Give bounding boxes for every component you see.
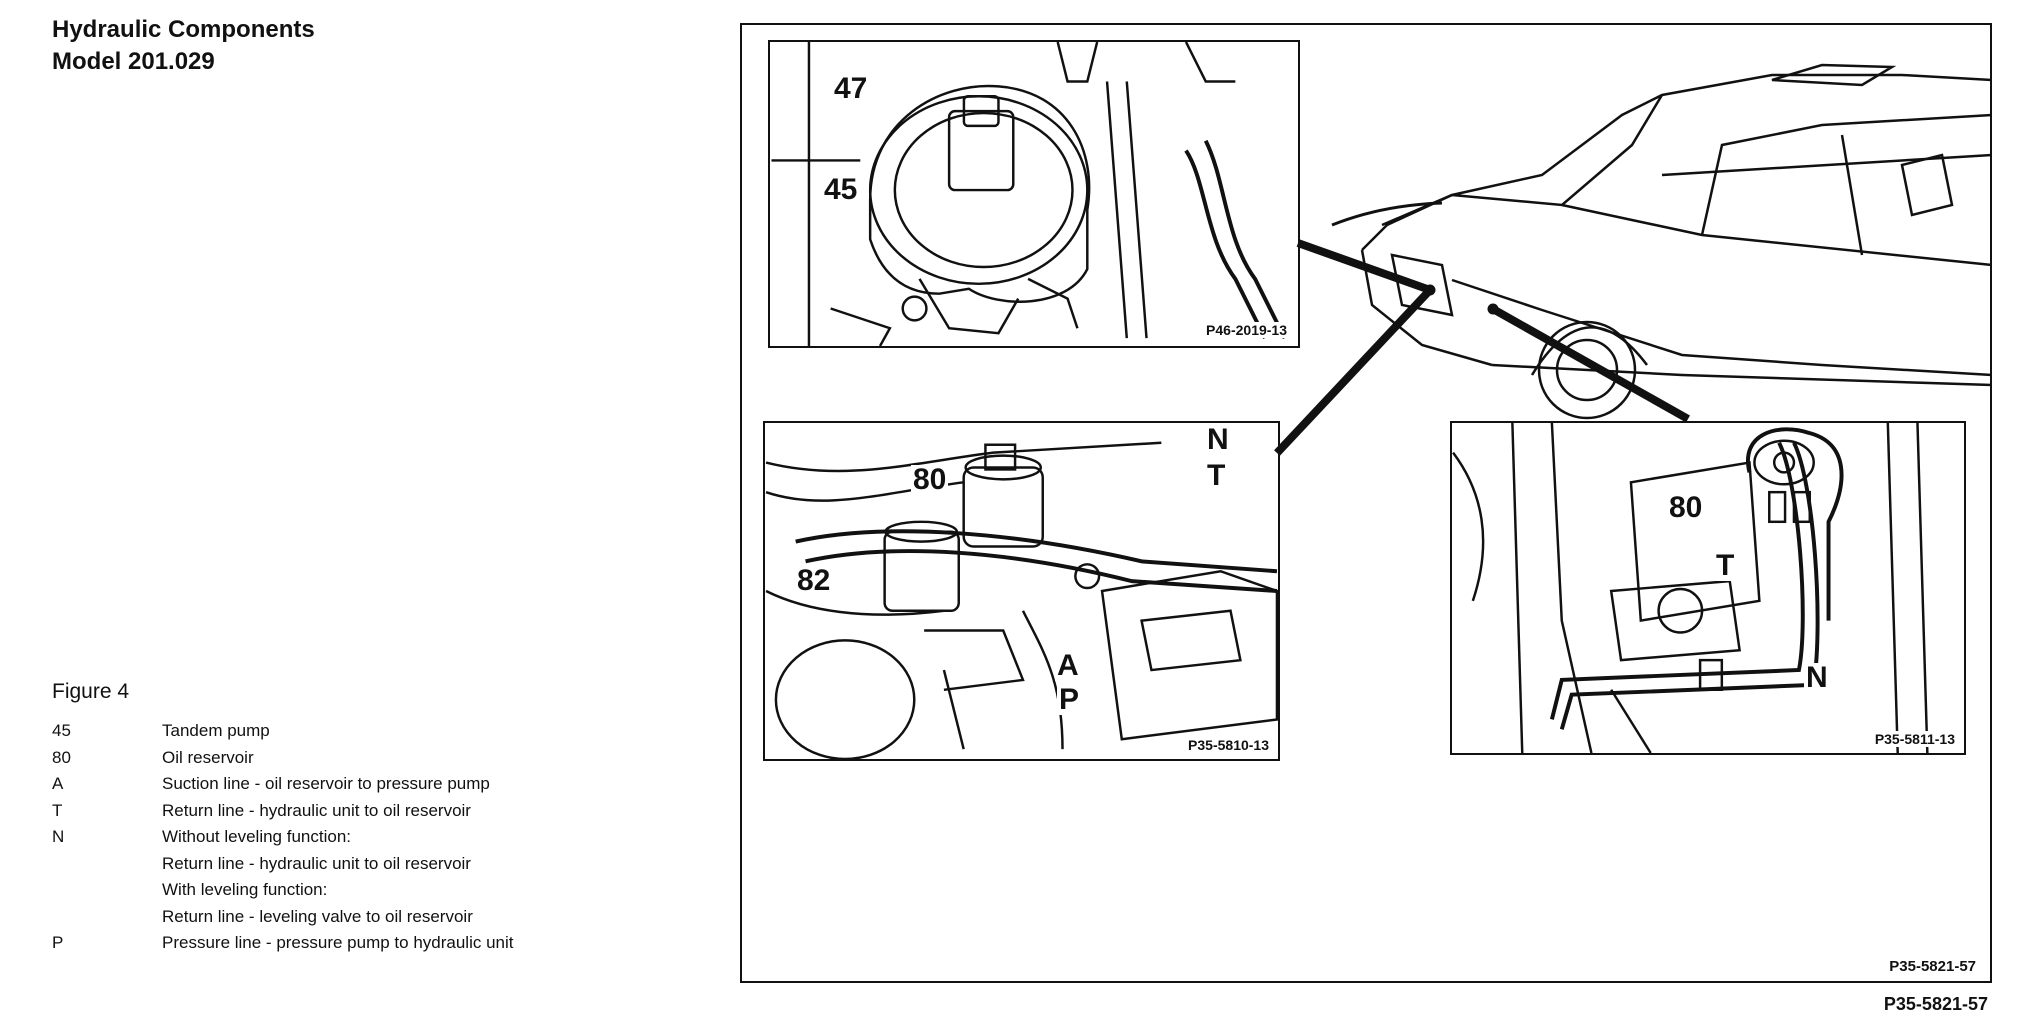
callout-47: 47 <box>832 72 870 105</box>
legend-text: Without leveling function: <box>162 827 351 846</box>
legend-row-n-cont-2: With leveling function: <box>52 877 514 904</box>
figure-legend: 45 Tandem pump 80 Oil reservoir A Suction l… <box>52 718 514 957</box>
legend-row-a: A Suction line - oil reservoir to pressur… <box>52 771 514 798</box>
car-illustration <box>1331 63 1992 420</box>
callout-45: 45 <box>822 173 860 206</box>
legend-key <box>52 851 162 878</box>
callout-a: A <box>1055 649 1081 682</box>
legend-key: T <box>52 800 63 820</box>
page-ref-label: P35-5821-57 <box>1883 994 1988 1014</box>
page-title: Hydraulic Components Model 201.029 <box>52 14 315 78</box>
callout-n: N <box>1205 423 1231 456</box>
legend-key <box>52 904 162 931</box>
legend-key: A <box>52 774 64 793</box>
diagram-frame: 47 45 P46-2019-13 <box>740 23 1992 983</box>
legend-row-n-cont-3: Return line - leveling valve to oil rese… <box>52 904 514 931</box>
legend-key: N <box>52 827 65 846</box>
legend-text: With leveling function: <box>162 880 328 899</box>
callout-t: T <box>1205 459 1228 492</box>
legend-text: Pressure line - pressure pump to hydraul… <box>162 933 514 952</box>
figure-caption: Figure 4 <box>52 680 130 703</box>
callout-p: P <box>1057 683 1082 716</box>
legend-key: P <box>52 933 64 952</box>
legend-text: Return line - leveling valve to oil rese… <box>162 906 473 926</box>
title-line-2: Model 201.029 <box>52 48 215 75</box>
callout-n: N <box>1804 661 1830 694</box>
panel-oil-reservoir-front: 80 82 N T A P P35-5810-13 <box>763 421 1280 761</box>
callout-t: T <box>1714 549 1737 582</box>
legend-row-n-cont-1: Return line - hydraulic unit to oil rese… <box>52 851 514 878</box>
title-line-1: Hydraulic Components <box>52 16 315 43</box>
engine-detail-illustration <box>771 42 1287 346</box>
panel-ref-label: P35-5811-13 <box>1871 731 1958 747</box>
legend-text: Return line - hydraulic unit to oil rese… <box>162 800 471 820</box>
callout-80: 80 <box>1667 491 1705 524</box>
legend-key <box>52 877 162 904</box>
panel-tandem-pump: 47 45 P46-2019-13 <box>768 40 1300 348</box>
legend-text: Suction line - oil reservoir to pressure… <box>162 774 490 793</box>
callout-80: 80 <box>911 463 949 496</box>
legend-row-t: T Return line - hydraulic unit to oil res… <box>52 798 514 825</box>
legend-row-n: N Without leveling function: <box>52 824 514 851</box>
legend-row-45: 45 Tandem pump <box>52 718 514 745</box>
engine-bay-illustration <box>765 441 1278 759</box>
hydraulic-unit-illustration <box>1452 423 1929 753</box>
legend-text: Return line - hydraulic unit to oil rese… <box>162 853 471 873</box>
legend-key: 45 <box>52 721 71 740</box>
legend-row-80: 80 Oil reservoir <box>52 745 514 772</box>
frame-ref-label: P35-5821-57 <box>1889 958 1976 975</box>
callout-82: 82 <box>795 564 833 597</box>
legend-key: 80 <box>52 747 71 767</box>
legend-row-p: P Pressure line - pressure pump to hydrau… <box>52 930 514 957</box>
panel-ref-label: P46-2019-13 <box>1203 322 1290 338</box>
legend-text: Tandem pump <box>162 721 270 740</box>
panel-ref-label: P35-5810-13 <box>1185 737 1272 753</box>
panel-oil-reservoir-side: 80 T N P35-5811-13 <box>1450 421 1966 755</box>
legend-text: Oil reservoir <box>162 747 254 767</box>
